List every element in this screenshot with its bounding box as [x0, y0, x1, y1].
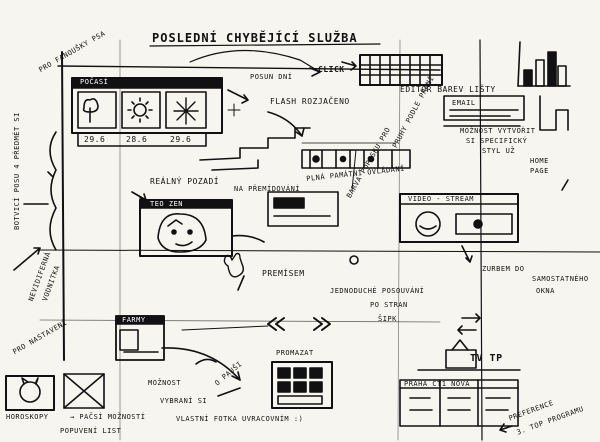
label-vlastni-fotka: VLASTNÍ FOTKA UVRACOVNÍM :)	[176, 415, 304, 423]
label-click: CLICK	[318, 65, 345, 74]
label-sipk: ŠIPK	[378, 315, 397, 323]
label-email: EMAIL	[452, 99, 476, 107]
label-na-premidovani: NA PŘEMÍDOVÁNÍ	[234, 185, 301, 193]
tv-program-sketch	[399, 339, 521, 427]
date-3: 29.6	[170, 135, 192, 144]
label-left-vertical-1: BOTVICÍ POSU 4 PŘEDMĚT SI	[13, 112, 21, 230]
color-grid-sketch	[341, 54, 443, 86]
label-vybrani-si: VYBRANÍ SI	[160, 397, 208, 405]
label-realny-pozadi: REÁLNÝ POZADÍ	[150, 177, 220, 186]
label-programs: PRAHA ČT1 NOVA	[404, 380, 471, 388]
label-okna: OKNA	[536, 287, 555, 295]
label-samostatneho: SAMOSTATNÉHO	[532, 275, 589, 283]
email-widget-sketch	[443, 95, 525, 127]
label-horoskopy: HOROSKOPY	[6, 413, 49, 421]
label-zurbem: ZURBEM DO	[482, 265, 525, 273]
label-si-specificky: SI SPECIFICKÝ	[466, 137, 528, 145]
label-promazet: PROMAZAT	[276, 349, 314, 357]
weather-widget-sketch	[71, 77, 223, 147]
horoscope-sketch	[5, 373, 105, 411]
label-farmy: FARMY	[122, 316, 146, 324]
label-styl-uz: STYL UŽ	[482, 147, 516, 155]
bar-editor-sketch	[517, 41, 571, 87]
page-title: POSLEDNÍ CHYBĚJÍCÍ SLUŽBA	[152, 31, 358, 45]
label-pacsi: → PAČSÍ MOŽNOSTÍ	[70, 413, 146, 421]
label-pocasi: POČASÍ	[80, 78, 109, 86]
video-stream-sketch	[349, 193, 519, 265]
date-1: 29.6	[84, 135, 106, 144]
label-tv-tp: TV TP	[470, 353, 503, 364]
label-editor-barev: EDITOR BAREV LIŠTY	[400, 85, 496, 94]
label-video-stream: VIDEO - STREAM	[408, 195, 475, 203]
photo-gallery-sketch	[271, 361, 333, 409]
label-moznost-vytvorit: MOŽNOST VYTVOŘIT	[460, 127, 536, 135]
profile-photo-sketch	[139, 199, 233, 257]
label-po-stran: PO STRAN	[370, 301, 408, 309]
label-page: PAGE	[530, 167, 549, 175]
farm-widget-sketch	[115, 315, 165, 361]
label-jednoduche: JEDNODUCHÉ POSOUVÁNÍ	[330, 287, 425, 295]
label-posun-dni: POSUN DNÍ	[250, 73, 293, 81]
label-popuveni-list: POPUVENÍ LIST	[60, 427, 122, 435]
label-flash: FLASH ROZJAČENO	[270, 97, 350, 106]
search-field-sketch	[267, 149, 357, 227]
label-home: HOME	[530, 157, 549, 165]
label-moznost: MOŽNOST	[148, 379, 182, 387]
label-teo-zen: TEO ZEN	[150, 200, 184, 208]
label-premisem: PREMÍSEM	[262, 269, 305, 278]
date-2: 28.6	[126, 135, 148, 144]
